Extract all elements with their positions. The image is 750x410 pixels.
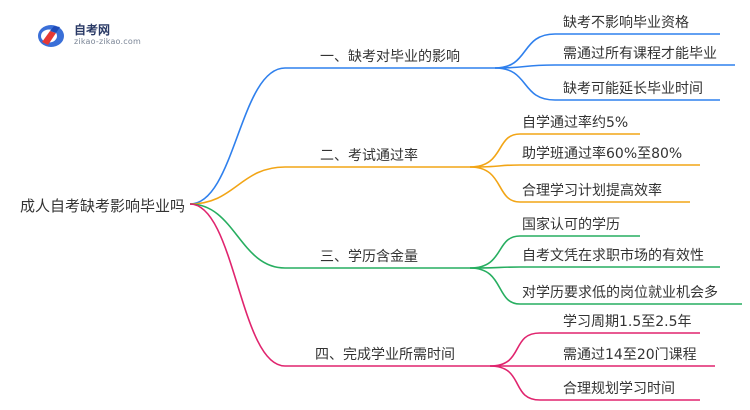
branch-2-leaf-3: 合理学习计划提高效率 [522,183,662,199]
branch-1-leaf-3: 缺考可能延长毕业时间 [563,81,703,97]
branch-1-label: 一、缺考对毕业的影响 [320,49,460,65]
branch-1-leaf-2: 需通过所有课程才能毕业 [563,46,717,62]
connector-b2-leaf-3 [469,166,690,203]
connector-b2-leaf-2 [469,164,700,168]
connector-b2-leaf-1 [469,133,640,168]
connector-b1-leaf-1 [494,33,720,69]
connector-root-branch-3 [189,203,470,269]
connector-b4-leaf-3 [489,365,700,401]
logo-name: 自考网 [74,23,111,37]
connector-b1-leaf-2 [494,64,735,69]
root-node: 成人自考缺考影响毕业吗 [20,197,186,215]
branch-3-leaf-1: 国家认可的学历 [522,217,620,233]
connector-b3-leaf-3 [469,267,742,305]
branch-4-leaf-3: 合理规划学习时间 [563,381,675,397]
branch-2-leaf-2: 助学班通过率60%至80% [522,146,683,162]
connector-root-branch-1 [189,67,495,205]
branch-4-label: 四、完成学业所需时间 [315,347,455,363]
connector-b3-leaf-1 [469,235,640,269]
connector-b3-leaf-2 [469,266,720,269]
branch-4-leaf-1: 学习周期1.5至2.5年 [563,314,692,330]
branch-2-label: 二、考试通过率 [320,148,418,164]
branch-2-leaf-1: 自学通过率约5% [522,115,629,131]
connector-b4-leaf-1 [489,332,700,367]
branch-1-leaf-1: 缺考不影响毕业资格 [563,15,689,31]
branch-3-leaf-3: 对学历要求低的岗位就业机会多 [522,285,718,301]
branch-4-leaf-2: 需通过14至20门课程 [563,347,697,363]
connector-b1-leaf-3 [494,67,720,101]
site-logo: 自考网 zikao-zikao.com [36,21,166,49]
branch-3-label: 三、学历含金量 [320,249,418,265]
logo-domain: zikao-zikao.com [74,37,141,46]
logo-emblem-icon [38,25,64,47]
connector-root-branch-4 [189,203,490,367]
branch-3-leaf-2: 自考文凭在求职市场的有效性 [522,248,704,264]
connector-root-branch-2 [189,166,470,205]
